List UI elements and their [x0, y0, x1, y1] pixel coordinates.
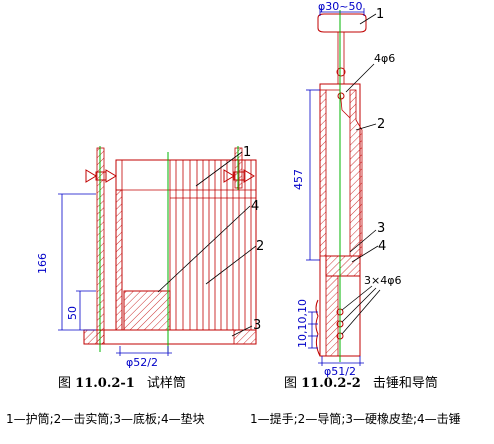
figure-b-caption: 图 11.0.2-2 击锤和导筒: [284, 372, 438, 391]
figure-a-caption: 图 11.0.2-1 试样筒: [58, 372, 186, 391]
figure-b-legend: 1—提手;2—导筒;3—硬橡皮垫;4—击锤: [250, 412, 461, 426]
callout-a-1: 1: [243, 145, 251, 160]
label-holes-top: 4φ6: [374, 52, 395, 65]
dim-height-total: 166: [36, 253, 49, 274]
figure-b-number: 11.0.2-2: [301, 376, 361, 391]
figure-a-name: 试样筒: [146, 376, 186, 391]
callout-b-3: 3: [377, 221, 385, 236]
figure-a-prefix: 图: [58, 376, 72, 391]
dim-height-base: 50: [66, 306, 79, 320]
callout-b-2: 2: [377, 117, 385, 132]
sample-cylinder-drawing: [58, 146, 257, 356]
callout-b-4: 4: [378, 239, 386, 254]
figure-a-legend: 1—护筒;2—击实筒;3—底板;4—垫块: [6, 412, 205, 426]
figure-b-prefix: 图: [284, 376, 298, 391]
hammer-guide-drawing: [306, 8, 381, 366]
callout-a-4: 4: [251, 199, 259, 214]
dim-top-diameter: φ30~50: [318, 0, 362, 13]
dim-spacing: 10,10,10: [296, 299, 309, 348]
figure-a-number: 11.0.2-1: [75, 376, 135, 391]
label-holes-bottom: 3×4φ6: [364, 274, 401, 287]
dim-diameter-b: φ51/2: [324, 365, 356, 378]
dim-diameter-a: φ52/2: [126, 356, 158, 369]
figure-b-name: 击锤和导筒: [372, 376, 438, 391]
callout-a-3: 3: [253, 318, 261, 333]
dim-height-b: 457: [292, 169, 305, 190]
callout-b-1: 1: [376, 7, 384, 22]
callout-a-2: 2: [256, 239, 264, 254]
